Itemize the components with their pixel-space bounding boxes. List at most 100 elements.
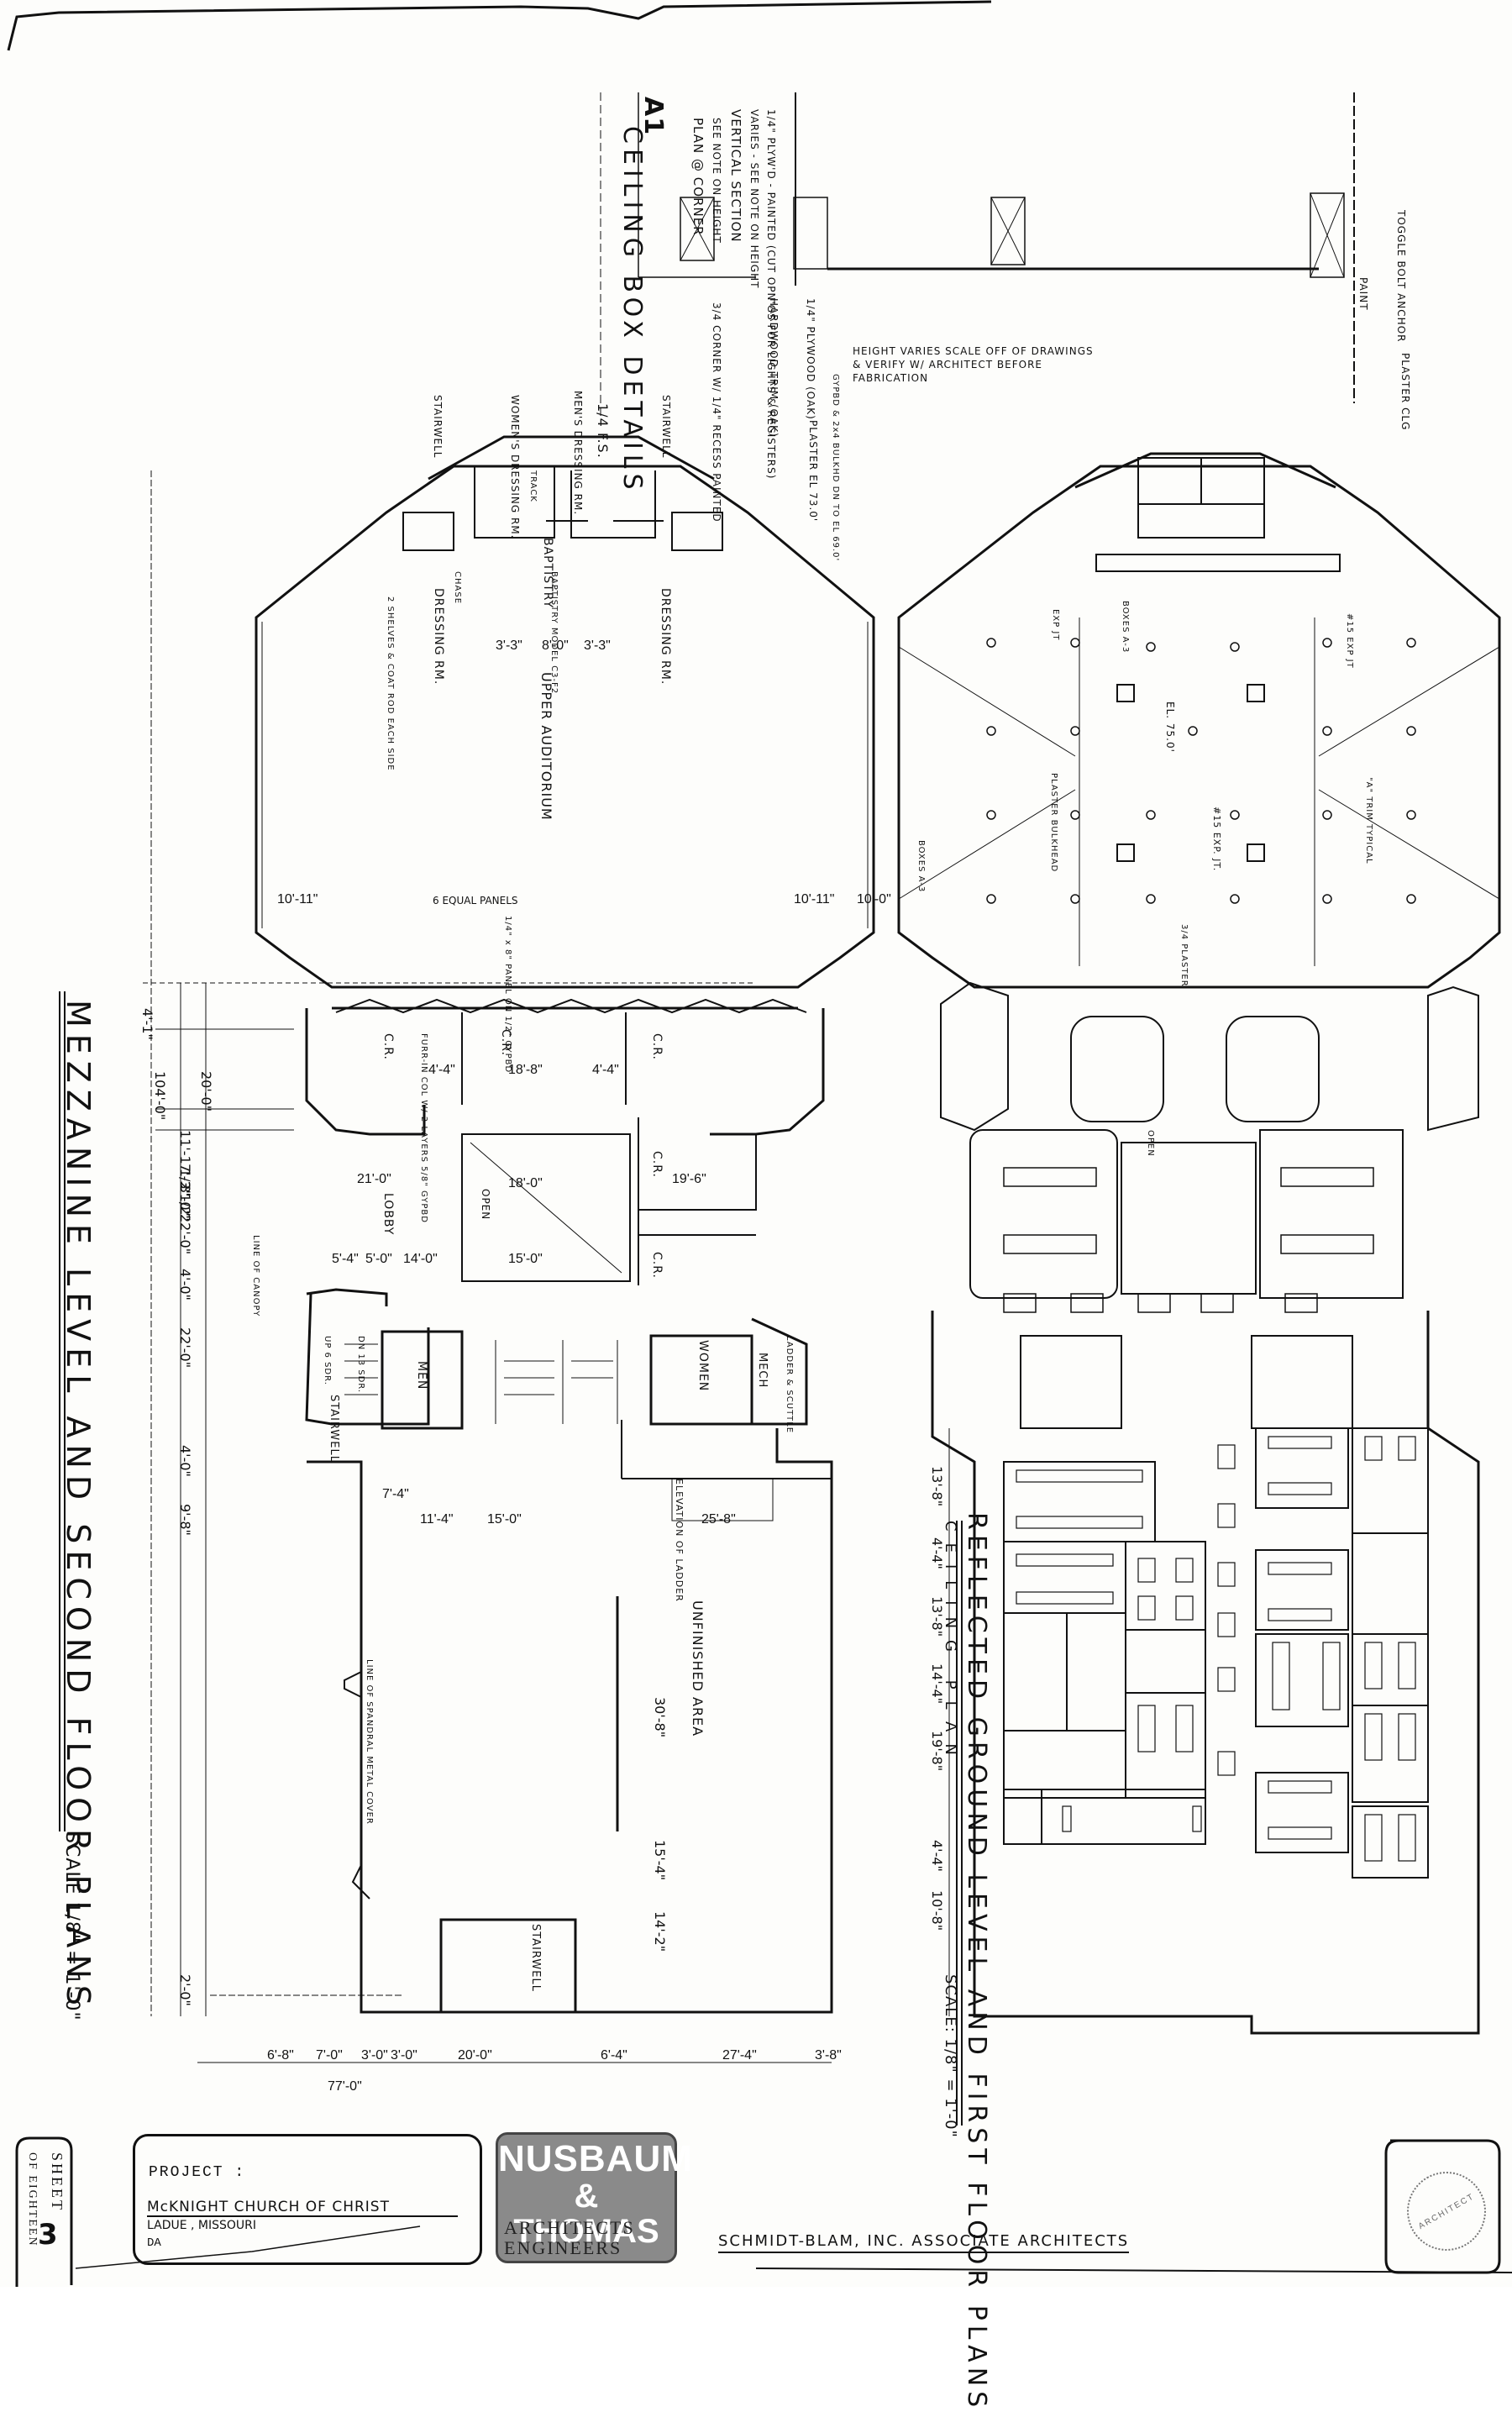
sheet-label: SHEET — [49, 2152, 66, 2212]
firm-sub-architects: ARCHITECTS — [504, 2217, 635, 2238]
dimension: 3'-8" — [815, 2048, 842, 2063]
date-label: DA — [147, 2236, 161, 2250]
annotation: 1/4" x 8" PANEL ON 1/2" GYPBD — [503, 916, 512, 1074]
annotation: LINE OF CANOPY — [251, 1235, 260, 1317]
room-label: STAIRWELL — [432, 395, 444, 459]
dimension: 3'-0" — [177, 1185, 193, 1217]
ceiling-annotation: BOXES A-3 — [916, 840, 926, 893]
dimension: 4'-0" — [177, 1269, 193, 1301]
dimension: 22'-0" — [177, 1327, 193, 1369]
project-location: LADUE , MISSOURI — [147, 2219, 257, 2232]
ceiling-annotation: #15 EXP. JT. — [1211, 807, 1222, 872]
dimension: 4'-4" — [428, 1063, 455, 1077]
annotation: ELEVATION OF LADDER — [674, 1479, 685, 1602]
ceiling-annotation: #15 EXP JT — [1345, 613, 1354, 669]
annotation-panels: 6 EQUAL PANELS — [433, 895, 518, 906]
room-label: C.R. — [650, 1033, 664, 1060]
dimension: 14'-4" — [929, 1663, 945, 1705]
ceiling-annotation: EL. 75.0' — [1164, 702, 1176, 753]
seal-text: ARCHITECT — [1416, 2191, 1477, 2231]
dimension: 10'-0" — [857, 892, 891, 906]
detail-note: VARIES - SEE NOTE ON HEIGHT — [748, 109, 760, 289]
dimension: 5'-4" — [332, 1252, 359, 1266]
dimension: 9'-8" — [177, 1504, 193, 1536]
dimension: 4'-4" — [929, 1840, 945, 1872]
dimension: 11'-4" — [420, 1512, 454, 1527]
right-title-underline — [956, 1521, 963, 2126]
detail-note: GYPBD & 2x4 BULKHD DN TO EL 69.0' — [831, 374, 840, 562]
room-label: STAIRWELL — [660, 395, 672, 459]
dimension: 4'-1" — [139, 1008, 155, 1040]
detail-note: PLASTER CLG — [1399, 353, 1411, 431]
annotation: LADDER & SCUTTLE — [785, 1336, 794, 1434]
detail-note: PLASTER EL 73.0' — [807, 420, 819, 523]
firm-name-line2: & THOMAS — [513, 2178, 659, 2250]
dimension: 3'-0" — [391, 2048, 417, 2063]
firm-sub-engineers: ENGINEERS — [504, 2237, 622, 2258]
dimension: 10'-8" — [929, 1890, 945, 1931]
dimension: 14'-0" — [403, 1252, 438, 1266]
vertical-section-label: VERTICAL SECTION — [728, 109, 743, 243]
room-label: C.R. — [381, 1033, 395, 1060]
detail-note: 3/4 CORNER W/ 1/4" RECESS PAINTED — [711, 302, 722, 523]
dimension: 10'-11" — [794, 892, 835, 906]
detail-note-height: HEIGHT VARIES SCALE OFF OF DRAWINGS & VE… — [853, 345, 1094, 384]
dimension: 20'-0" — [198, 1071, 214, 1112]
detail-title: CEILING BOX DETAILS — [617, 126, 647, 495]
dimension: 19'-8" — [929, 1731, 945, 1772]
detail-scale: 1/4 F.S. — [595, 403, 611, 459]
plan-at-corner-label: PLAN @ CORNER — [690, 118, 706, 236]
dimension: 21'-0" — [357, 1172, 391, 1186]
room-label: C.R. — [650, 1252, 664, 1279]
dimension: 3'-3" — [496, 638, 522, 653]
floor-plan-linework — [7, 0, 1512, 2287]
dimension: 4'-4" — [929, 1537, 945, 1569]
dimension: 18'-8" — [508, 1063, 543, 1077]
dimension: 6'-4" — [601, 2048, 627, 2063]
ceiling-annotation: "A" TRIM TYPICAL — [1364, 777, 1373, 864]
dimension: 7'-4" — [382, 1487, 409, 1501]
annotation: DN 13 SDR. — [356, 1336, 365, 1394]
dimension: 6'-8" — [267, 2048, 294, 2063]
annotation: TRACK — [528, 470, 538, 502]
firm-name-line1: NUSBAUM — [498, 2138, 693, 2179]
firm-subtitle: ARCHITECTS ENGINEERS — [504, 2218, 635, 2258]
dimension: 3'-3" — [584, 638, 611, 653]
room-label: LOBBY — [381, 1193, 395, 1236]
sheet-of: OF EIGHTEEN — [26, 2152, 39, 2247]
dimension: 25'-8" — [701, 1512, 736, 1527]
room-label: STAIRWELL — [529, 1924, 542, 1992]
dimension: 5'-0" — [365, 1252, 392, 1266]
room-label: MEN'S DRESSING RM. — [572, 391, 584, 516]
annotation: 2 SHELVES & COAT ROD EACH SIDE — [386, 596, 395, 771]
ceiling-annotation: OPEN — [1146, 1130, 1155, 1157]
dimension: 20'-0" — [458, 2048, 492, 2063]
annotation: CHASE — [453, 571, 462, 605]
sheet-number: 3 — [38, 2218, 58, 2252]
room-label: DRESSING RM. — [659, 588, 672, 686]
dimension: 7'-0" — [316, 2048, 343, 2063]
detail-note: PAINT — [1357, 277, 1369, 311]
dimension: 19'-6" — [672, 1172, 706, 1186]
left-plan-scale: SCALE 1/8" = 1'-0" — [61, 1831, 82, 2021]
right-plan-title: REFLECTED GROUND LEVEL AND FIRST FLOOR P… — [962, 1512, 991, 2412]
dimension: 18'-0" — [508, 1176, 543, 1190]
room-label: UNFINISHED AREA — [690, 1600, 706, 1737]
dimension: 4'-4" — [592, 1063, 619, 1077]
dimension: 15'-0" — [508, 1252, 543, 1266]
room-label: UPPER AUDITORIUM — [538, 672, 554, 821]
dimension: 30'-8" — [652, 1697, 668, 1738]
dimension: 2'-0" — [177, 1974, 193, 2006]
dimension: 27'-4" — [722, 2048, 757, 2063]
firm-logo: NUSBAUM & THOMAS — [496, 2132, 693, 2263]
annotation: OPEN — [480, 1189, 491, 1221]
drawing-sheet: MEZZANINE LEVEL AND SECOND FLOOR PLANS S… — [7, 0, 1512, 2412]
room-label: WOMEN'S DRESSING RM. — [509, 395, 521, 539]
dimension-total: 77'-0" — [328, 2079, 362, 2094]
detail-note: SEE NOTE ON HEIGHT — [711, 118, 722, 244]
dimension: 15'-4" — [652, 1840, 668, 1881]
annotation: BAPTISTRY MODEL C3-F2 — [549, 571, 559, 695]
dimension: 14'-2" — [652, 1911, 668, 1952]
ceiling-annotation: EXP JT — [1051, 609, 1060, 641]
dimension: 10'-11" — [277, 892, 318, 906]
